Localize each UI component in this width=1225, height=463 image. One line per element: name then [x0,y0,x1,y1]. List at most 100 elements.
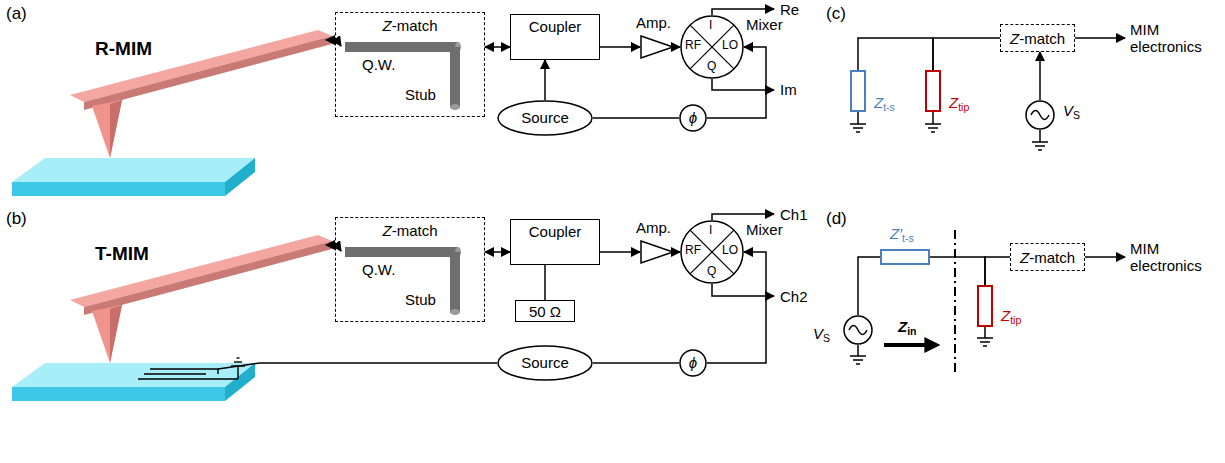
connector [930,257,985,285]
impedance-label: Zin [898,318,917,335]
amplifier-symbol-outline [640,240,674,264]
panel-letter: (a) [6,4,27,24]
amplifier-symbol: Amp. [640,35,674,59]
connector [485,46,510,48]
connector [600,251,640,253]
node-text: 50 Ω [516,303,574,320]
outline [680,105,706,131]
node-text: Source [497,109,593,126]
node-text: Z-match [1001,30,1074,47]
node-text: I [709,224,712,238]
node-text: Coupler [511,223,599,240]
node-text: Ztip [1001,307,1021,324]
coax-line [345,42,461,110]
coax-line [345,247,461,315]
outline [681,16,743,78]
outline [1026,101,1054,129]
impedance-symbol: Z′t-s [880,249,930,265]
amplifier-symbol-outline [640,35,674,59]
sample-slab [12,158,255,196]
sine-symbol [1031,111,1049,120]
part-name: Stub [405,86,436,103]
node-text: Z-match [336,17,484,34]
connector [593,117,679,119]
part-name: Q.W. [362,261,395,278]
node-text: Amp. [636,14,671,31]
part-name: Q.W. [362,56,395,73]
impedance-match-box: Z-match [1010,243,1085,271]
node-text: VS [1063,102,1080,119]
node-text: Ztip [949,94,969,111]
cantilever-probe [70,30,332,158]
node-text: Source [497,354,593,371]
voltage-source-outline [843,315,873,345]
mixer-symbol: MixerRFIQLO [680,220,744,284]
node-text: Z-match [336,222,484,239]
source-ellipse: Source [497,345,593,381]
probe-wire [326,245,341,251]
ground-symbols [850,124,1048,364]
panel-letter: (b) [6,209,27,229]
voltage-source: VS [843,315,873,345]
node-text: Coupler [511,18,599,35]
node-text: LO [722,39,738,53]
node-text: Mixer [746,221,783,238]
node-text: Q [707,60,716,74]
impedance-symbol: Ztip [977,285,993,327]
source-wire [218,363,497,369]
phase-shifter: ϕ [679,104,707,132]
outline [641,36,673,58]
part-name: Stub [405,291,436,308]
wires [858,38,1125,372]
coupler-box: Coupler [510,219,600,265]
node-text: Z′t-s [890,225,914,242]
panel-letter: (d) [826,209,847,229]
block-name: MIM electronics [1130,240,1220,275]
connector [858,38,933,70]
electrodes [138,358,245,379]
voltage-source-outline [1025,100,1055,130]
sine-symbol [849,326,867,335]
coupler-box: Coupler [510,14,600,60]
mixer-symbol: MixerRFIQLO [680,15,744,79]
block-name: MIM electronics [1130,21,1220,56]
outline [641,241,673,263]
cantilever-probe [70,235,332,363]
node-text: ϕ [679,109,707,126]
outline [844,316,872,344]
signal-name: Ch1 [780,206,808,223]
connector [985,257,1010,285]
node-text: LO [722,244,738,258]
connector [544,60,546,100]
node-text: ϕ [679,354,707,371]
connector [593,362,679,364]
node-text: I [709,19,712,33]
impedance-symbol: Ztip [925,70,941,112]
impedance-symbol: Zt-s [850,70,866,112]
signal-name: Re [780,1,799,18]
outline [681,221,743,283]
impedance-match-box: Z-match [1000,24,1075,52]
panel-title: T-MIM [95,243,149,265]
outline [680,350,706,376]
outline [498,346,592,380]
panel-title: R-MIM [95,38,152,60]
outline [498,101,592,135]
signal-name: Ch2 [780,288,808,305]
node-text: Q [707,265,716,279]
signal-name: Im [780,81,797,98]
node-text: Mixer [746,16,783,33]
node-text: Amp. [636,219,671,236]
voltage-source: VS [1025,100,1055,130]
node-text: RF [685,244,701,258]
amplifier-symbol: Amp. [640,240,674,264]
termination-box: 50 Ω [515,300,575,322]
connector [1039,52,1041,100]
phase-shifter: ϕ [679,349,707,377]
connector [600,46,640,48]
node-text: RF [685,39,701,53]
connector [858,257,880,315]
source-ellipse: Source [497,100,593,136]
